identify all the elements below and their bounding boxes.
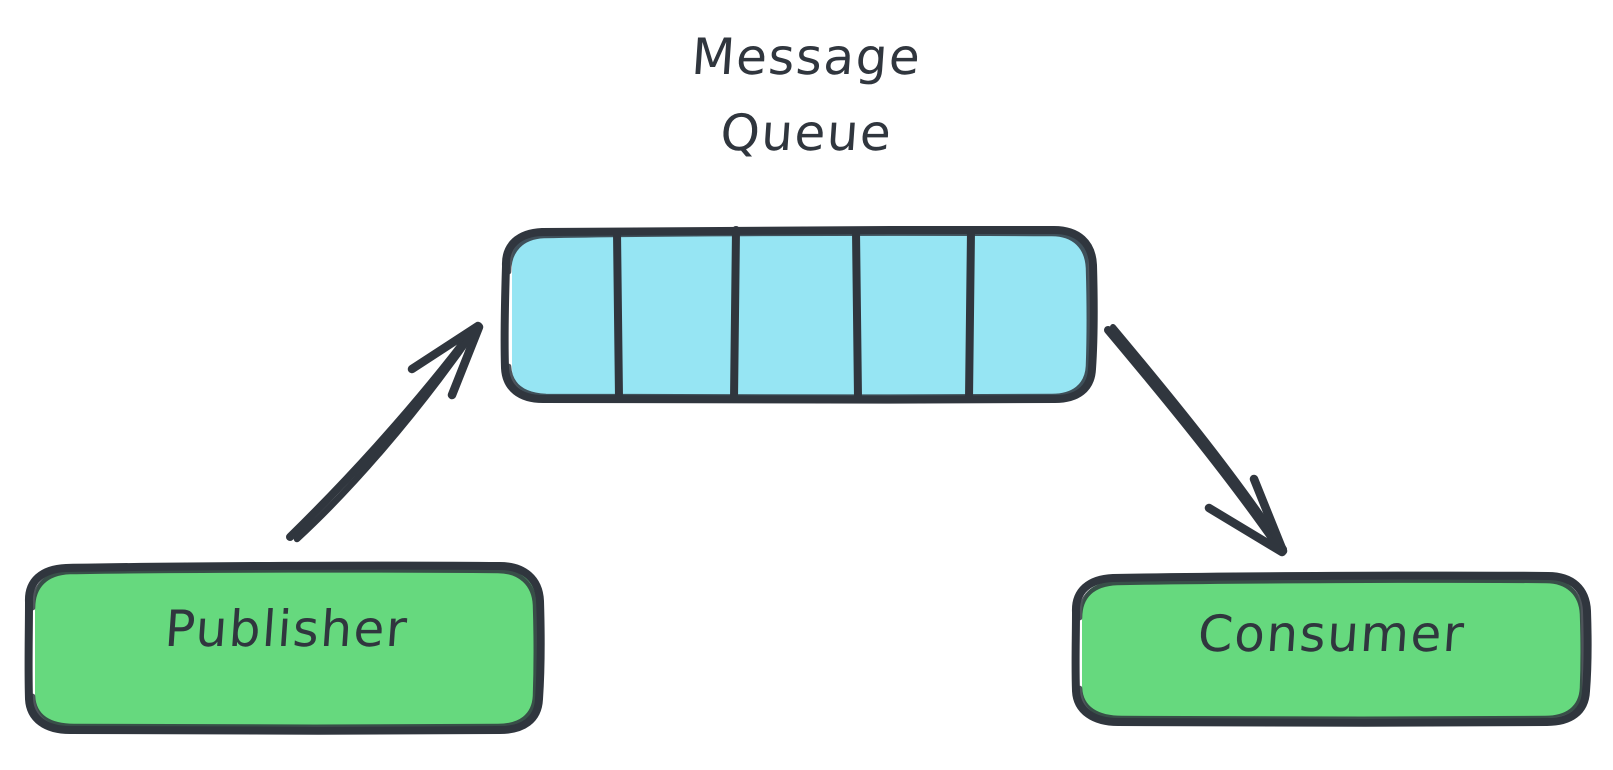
publisher-border <box>24 561 545 735</box>
queue-to-consumer-arrowhead-barb-upper <box>1249 474 1288 556</box>
consumer-fill <box>1082 579 1582 719</box>
queue-cell-divider-2 <box>730 226 740 403</box>
queue-cell-5[interactable] <box>975 234 1085 394</box>
publisher-to-queue-arrow-shaft <box>286 325 478 541</box>
publisher-label: Publisher <box>162 600 411 658</box>
publisher-border-second-pass <box>30 568 538 729</box>
queue-to-consumer-arrowhead-barb-lower <box>1204 503 1287 557</box>
consumer-border-second-pass <box>1077 578 1585 721</box>
publisher-fill <box>35 568 537 727</box>
message-queue-border <box>500 226 1098 404</box>
queue-cell-2[interactable] <box>622 234 732 394</box>
queue-cell-divider-4 <box>965 226 975 403</box>
message-queue-fill <box>512 231 1089 396</box>
queue-cell-1[interactable] <box>512 234 616 394</box>
message-queue-node[interactable] <box>500 226 1098 404</box>
queue-cell-divider-3 <box>852 227 862 402</box>
publisher-to-queue-arrow[interactable] <box>286 321 484 543</box>
consumer-border <box>1071 571 1592 727</box>
queue-to-consumer-arrow-shaft-second-pass <box>1110 324 1287 552</box>
queue-cell-3[interactable] <box>740 234 854 394</box>
diagram-title-line-1: Message <box>689 28 924 86</box>
publisher-to-queue-arrowhead-barb-upper <box>407 321 483 374</box>
diagram-title-line-2: Queue <box>718 104 895 162</box>
queue-cell-4[interactable] <box>862 234 967 394</box>
queue-to-consumer-arrow-shaft <box>1104 326 1285 555</box>
consumer-label: Consumer <box>1195 605 1468 663</box>
queue-cell-divider-1 <box>613 228 623 402</box>
publisher-to-queue-arrow-shaft-second-pass <box>293 323 481 543</box>
consumer-node[interactable] <box>1071 571 1592 727</box>
publisher-node[interactable] <box>24 561 545 735</box>
publisher-to-queue-arrowhead-barb-lower <box>447 322 484 400</box>
message-queue-border-second-pass <box>506 231 1091 399</box>
queue-to-consumer-arrow[interactable] <box>1104 324 1288 557</box>
